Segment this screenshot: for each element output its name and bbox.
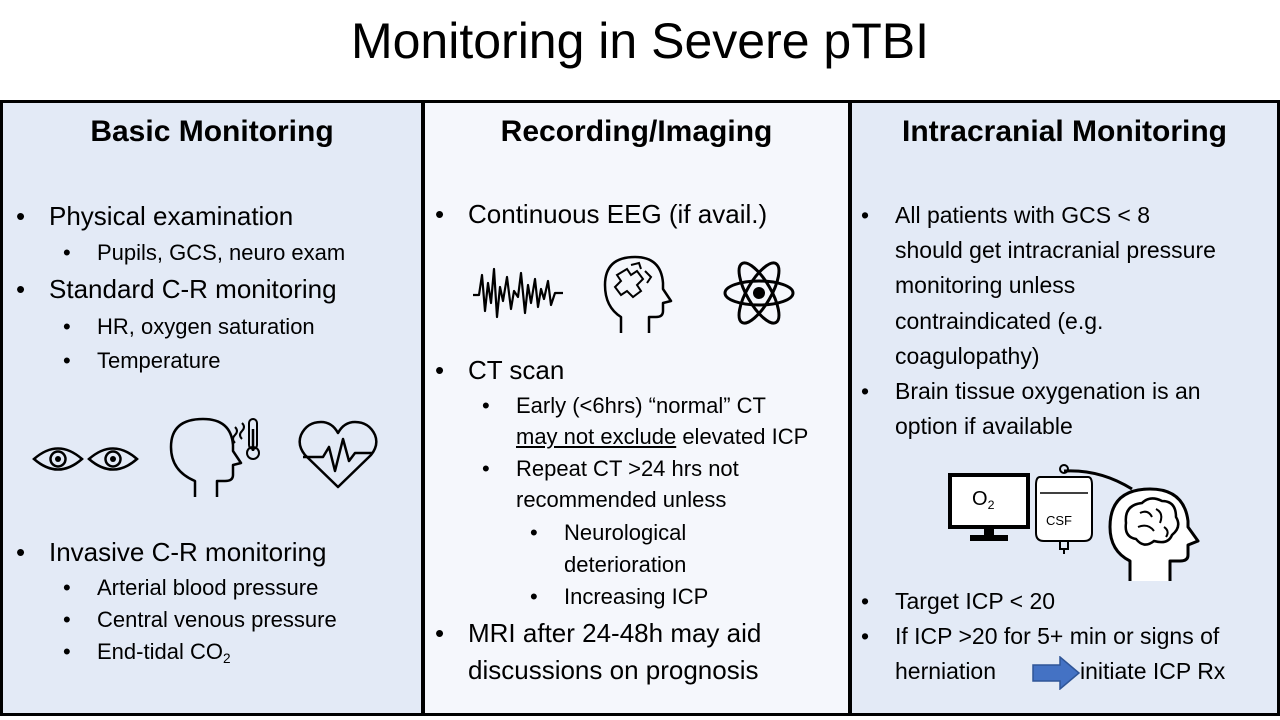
list-item: •Arterial blood pressure xyxy=(63,575,319,600)
list-item: •Standard C-R monitoring xyxy=(16,274,337,304)
slide-title: Monitoring in Severe pTBI xyxy=(350,13,930,69)
list-item: should get intracranial pressure xyxy=(895,237,1216,263)
list-item: •Temperature xyxy=(63,348,221,373)
list-item: •MRI after 24-48h may aid xyxy=(435,618,762,648)
atom-icon xyxy=(723,261,795,325)
list-item: •CT scan xyxy=(435,355,565,385)
list-item: option if available xyxy=(895,413,1073,439)
monitor-label: O2 xyxy=(972,488,995,512)
list-item: •All patients with GCS < 8 xyxy=(861,202,1151,228)
basic-monitoring-title: Basic Monitoring xyxy=(90,115,334,148)
csf-drain-bag-icon xyxy=(1035,464,1093,554)
list-item: •If ICP >20 for 5+ min or signs of xyxy=(861,623,1220,649)
list-item: may not exclude elevated ICP xyxy=(516,424,809,449)
list-item: •End-tidal CO2 xyxy=(63,639,231,666)
list-item: recommended unless xyxy=(516,487,727,512)
intracranial-monitoring-title: Intracranial Monitoring xyxy=(901,115,1228,148)
oxygen-monitor-icon xyxy=(948,473,1030,541)
list-item: discussions on prognosis xyxy=(468,655,759,685)
recording-imaging-panel: Recording/Imaging •Continuous EEG (if av… xyxy=(422,100,851,716)
list-item: deterioration xyxy=(564,552,687,577)
list-item: •Neurological xyxy=(530,520,687,545)
list-item: monitoring unless xyxy=(895,272,1076,298)
list-item: •Target ICP < 20 xyxy=(861,588,1056,614)
list-item: contraindicated (e.g. xyxy=(895,308,1104,334)
eeg-waveform-icon xyxy=(473,267,563,319)
list-item: herniation xyxy=(895,658,997,684)
list-item: •Early (<6hrs) “normal” CT xyxy=(482,393,766,418)
head-thermometer-icon xyxy=(169,417,260,497)
list-item: •Invasive C-R monitoring xyxy=(16,537,327,567)
list-item: •Brain tissue oxygenation is an xyxy=(861,378,1201,404)
underlined-text: may not exclude xyxy=(516,424,677,449)
list-item: •Physical examination xyxy=(16,201,294,231)
list-item: •Central venous pressure xyxy=(63,607,337,632)
heart-pulse-icon xyxy=(298,420,378,489)
list-item: initiate ICP Rx xyxy=(1080,658,1226,684)
arrow-right-icon xyxy=(1032,656,1080,690)
recording-imaging-title: Recording/Imaging xyxy=(500,115,773,148)
list-item: •HR, oxygen saturation xyxy=(63,314,315,339)
list-item: •Continuous EEG (if avail.) xyxy=(435,199,768,229)
intracranial-monitoring-panel: Intracranial Monitoring •All patients wi… xyxy=(849,100,1280,716)
list-item: •Pupils, GCS, neuro exam xyxy=(63,240,346,265)
brain-puzzle-icon xyxy=(603,255,673,333)
csf-label: CSF xyxy=(1046,513,1072,528)
list-item: •Repeat CT >24 hrs not xyxy=(482,456,739,481)
list-item: coagulopathy) xyxy=(895,343,1040,369)
subscript-2: 2 xyxy=(222,651,231,666)
basic-monitoring-panel: Basic Monitoring •Physical examination •… xyxy=(0,100,424,716)
eyes-icon xyxy=(32,447,139,471)
brain-head-icon xyxy=(1063,469,1200,581)
list-item: •Increasing ICP xyxy=(530,584,709,609)
